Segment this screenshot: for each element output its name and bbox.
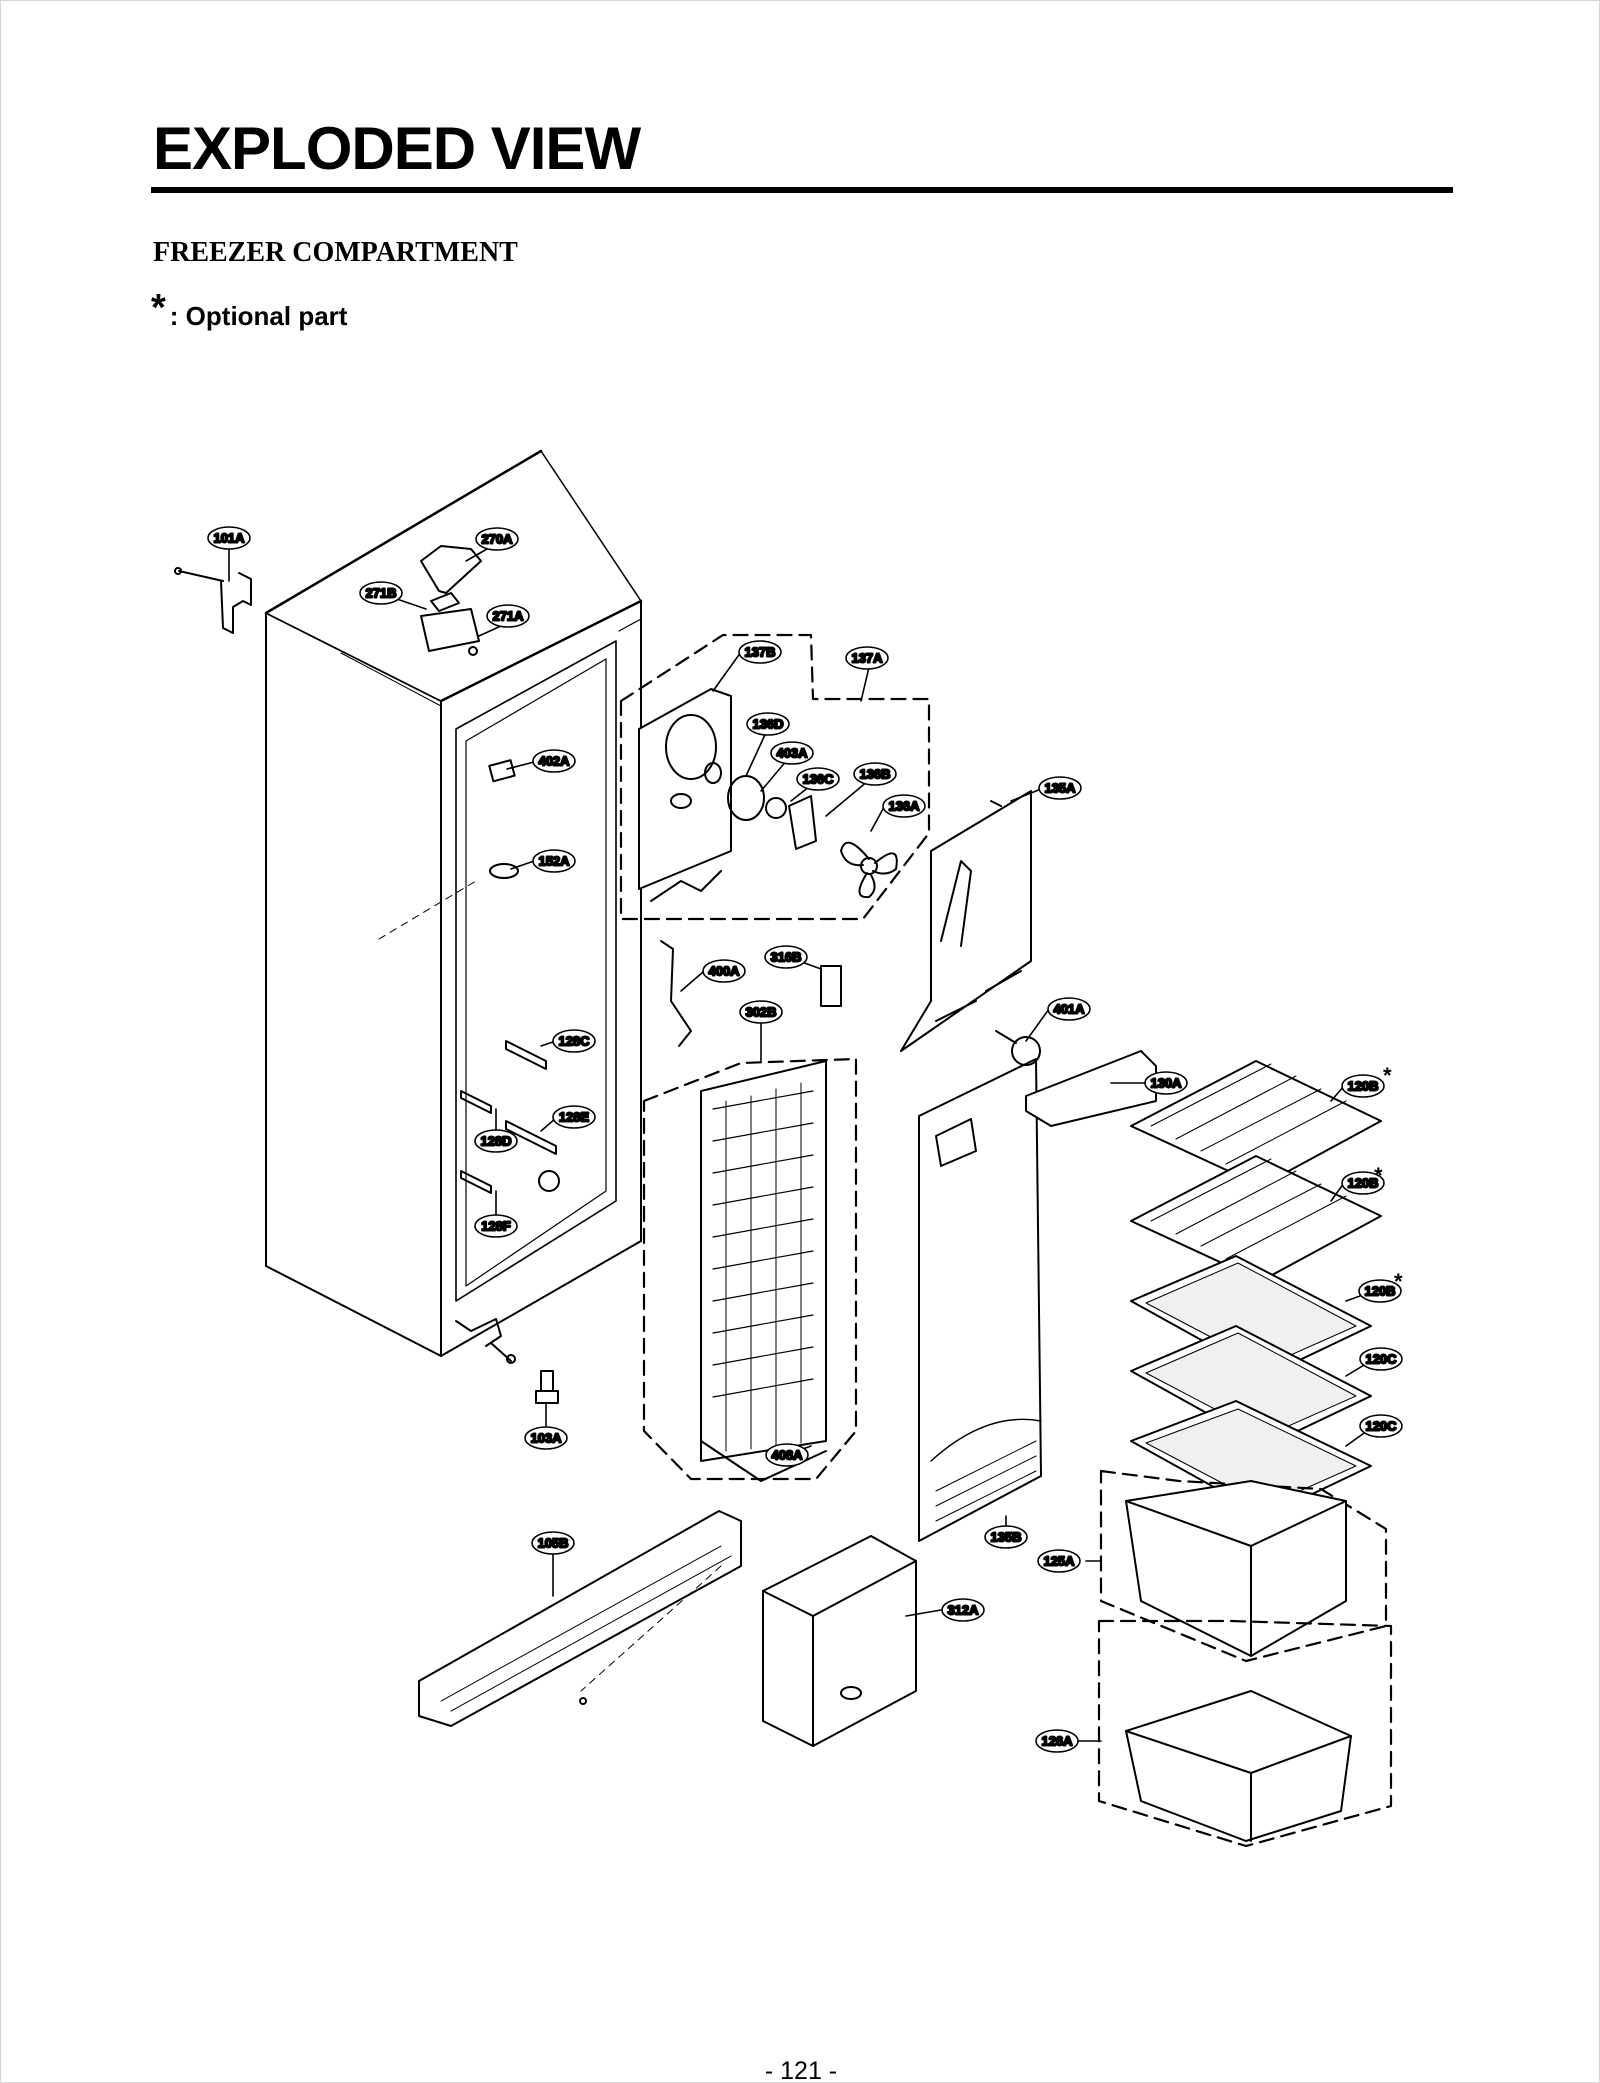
svg-text:400A: 400A [708, 964, 740, 979]
rear-panel [918, 1058, 1042, 1542]
leader-lines [228, 540, 1375, 1742]
callout-270A: 270A [475, 527, 519, 551]
callout-128C: 128C [552, 1029, 596, 1053]
svg-text:316B: 316B [770, 950, 801, 965]
svg-text:128D: 128D [480, 1134, 511, 1149]
callout-302B: 302B [739, 1000, 783, 1024]
svg-text:152A: 152A [538, 854, 570, 869]
svg-text:402A: 402A [538, 754, 570, 769]
svg-text:120C: 120C [1365, 1352, 1397, 1367]
callout-312A: 312A [941, 1598, 985, 1622]
svg-text:128C: 128C [558, 1034, 590, 1049]
svg-text:120C: 120C [1365, 1419, 1397, 1434]
callout-136A: 136A [882, 794, 926, 818]
svg-text:403A: 403A [776, 746, 808, 761]
top-hinge-parts [174, 545, 482, 656]
svg-text:270A: 270A [481, 532, 513, 547]
svg-text:312A: 312A [947, 1603, 979, 1618]
title-rule [151, 187, 1453, 193]
callout-136C: 136C [796, 767, 840, 791]
fan-blade [840, 841, 898, 899]
callout-271B: 271B [359, 581, 403, 605]
callout-152A: 152A [532, 849, 576, 873]
callout-126A: 126A [1035, 1729, 1079, 1753]
callout-135B: 135B [984, 1525, 1028, 1549]
callout-120B-2: 120B [1341, 1171, 1385, 1195]
part-callouts: 101A 270A 271B 271A 137B 137A 136D 403A … [207, 526, 1403, 1753]
svg-text:136B: 136B [859, 767, 890, 782]
callout-136D: 136D [746, 712, 790, 736]
optional-mark-120B-1: * [1383, 1063, 1392, 1088]
callout-128D: 128D [474, 1129, 518, 1153]
section-heading: FREEZER COMPARTMENT [153, 237, 518, 268]
optional-note-text: : Optional part [169, 301, 348, 331]
callout-403A: 403A [770, 741, 814, 765]
bottom-parts [418, 1370, 917, 1747]
optional-mark: * [151, 287, 166, 329]
svg-text:136A: 136A [888, 799, 920, 814]
svg-text:271A: 271A [492, 609, 524, 624]
svg-text:137A: 137A [851, 651, 883, 666]
cabinet [264, 449, 643, 1364]
callout-103A: 103A [524, 1426, 568, 1450]
callout-137B: 137B [738, 640, 782, 664]
svg-text:136C: 136C [802, 772, 834, 787]
fan-assembly [619, 633, 931, 921]
callout-137A: 137A [845, 646, 889, 670]
svg-text:136D: 136D [752, 717, 783, 732]
svg-text:401A: 401A [1053, 1002, 1085, 1017]
svg-text:271B: 271B [365, 586, 396, 601]
svg-text:135B: 135B [990, 1530, 1021, 1545]
callout-135A: 135A [1038, 776, 1082, 800]
svg-text:128F: 128F [481, 1219, 511, 1234]
shelves [1130, 1060, 1382, 1517]
callout-120B-3: 120B [1358, 1279, 1402, 1303]
svg-text:125A: 125A [1043, 1554, 1075, 1569]
callout-136B: 136B [853, 762, 897, 786]
optional-part-note: *: Optional part [151, 287, 347, 332]
page-title: EXPLODED VIEW [153, 115, 641, 182]
callout-101A: 101A [207, 526, 251, 550]
callout-125A: 125A [1037, 1549, 1081, 1573]
callout-401A: 401A [1047, 997, 1091, 1021]
drawers [1097, 1469, 1393, 1848]
fan-cover [900, 790, 1032, 1052]
optional-marks: * * * [1374, 1063, 1403, 1294]
callout-316B: 316B [764, 945, 808, 969]
svg-text:302B: 302B [745, 1005, 776, 1020]
callout-105B: 105B [531, 1531, 575, 1555]
callout-120B-1: 120B [1341, 1074, 1385, 1098]
svg-text:137B: 137B [744, 645, 775, 660]
page-number: - 121 - [764, 2057, 838, 2083]
callout-128F: 128F [474, 1214, 518, 1238]
callout-120C-1: 120C [1359, 1347, 1403, 1371]
optional-mark-120B-3: * [1394, 1269, 1403, 1294]
callout-408A: 408A [765, 1443, 809, 1467]
evaporator [642, 940, 858, 1482]
svg-text:408A: 408A [771, 1448, 803, 1463]
svg-text:101A: 101A [213, 531, 245, 546]
svg-text:120B: 120B [1364, 1284, 1395, 1299]
svg-text:130A: 130A [1150, 1076, 1182, 1091]
callout-402A: 402A [532, 749, 576, 773]
optional-mark-120B-2: * [1374, 1163, 1383, 1188]
svg-text:120B: 120B [1347, 1079, 1378, 1094]
lamp-cover [995, 1030, 1157, 1127]
callout-128E: 128E [552, 1105, 596, 1129]
callout-130A: 130A [1144, 1071, 1188, 1095]
svg-text:103A: 103A [530, 1431, 562, 1446]
callout-400A: 400A [702, 959, 746, 983]
callout-271A: 271A [486, 604, 530, 628]
svg-text:105B: 105B [537, 1536, 568, 1551]
svg-text:120B: 120B [1347, 1176, 1378, 1191]
svg-text:135A: 135A [1044, 781, 1076, 796]
svg-text:126A: 126A [1041, 1734, 1073, 1749]
callout-120C-2: 120C [1359, 1414, 1403, 1438]
svg-text:128E: 128E [559, 1110, 590, 1125]
